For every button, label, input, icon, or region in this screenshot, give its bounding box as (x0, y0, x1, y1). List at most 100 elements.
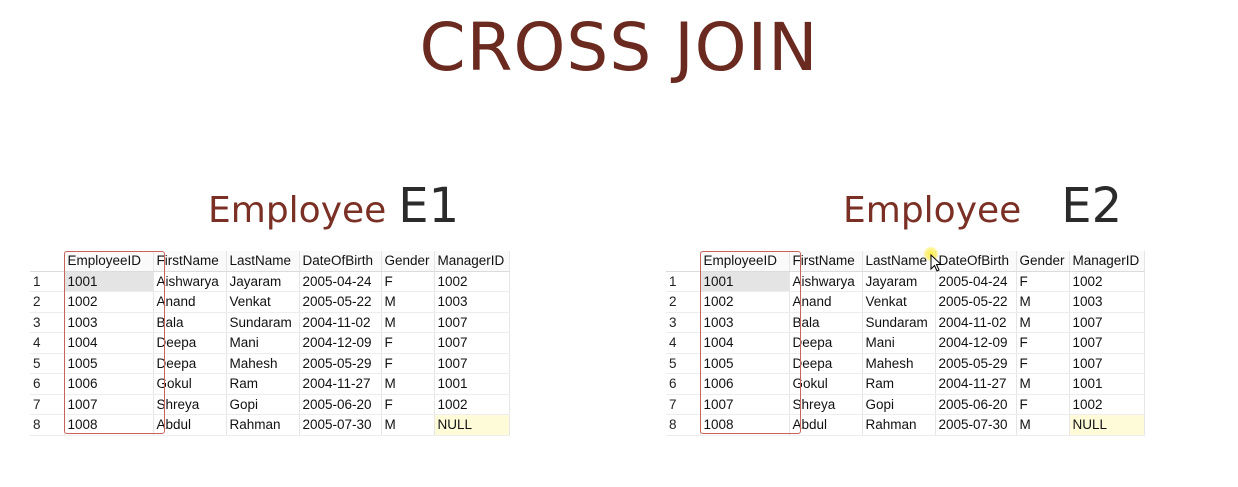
table-cell[interactable]: Gokul (789, 373, 863, 395)
row-number[interactable]: 5 (666, 353, 701, 374)
row-number[interactable]: 5 (30, 353, 65, 374)
table-cell[interactable]: 1007 (434, 312, 510, 333)
table-cell[interactable]: 1003 (64, 312, 154, 333)
table-cell[interactable]: 2005-04-24 (299, 271, 382, 292)
row-number[interactable]: 7 (666, 394, 701, 415)
table-cell[interactable]: M (1016, 291, 1070, 313)
table-cell[interactable]: 1008 (64, 414, 154, 436)
table-cell[interactable]: NULL (1069, 414, 1145, 436)
table-cell[interactable]: F (1016, 332, 1070, 354)
row-number[interactable]: 4 (30, 332, 65, 354)
row-number[interactable]: 6 (30, 373, 65, 395)
table-cell[interactable]: Abdul (153, 414, 227, 436)
table-cell[interactable]: Rahman (226, 414, 300, 436)
table-cell[interactable]: 1001 (700, 271, 790, 292)
table-cell[interactable]: 1002 (700, 291, 790, 313)
table-cell[interactable]: Bala (789, 312, 863, 333)
column-header[interactable]: ManagerID (1069, 251, 1145, 272)
column-header[interactable]: Gender (381, 251, 435, 272)
table-cell[interactable]: 2005-05-22 (299, 291, 382, 313)
table-cell[interactable]: Aishwarya (789, 271, 863, 292)
column-header[interactable]: FirstName (789, 251, 863, 272)
table-cell[interactable]: F (381, 394, 435, 415)
row-number-header[interactable] (30, 251, 65, 272)
table-cell[interactable]: 1003 (700, 312, 790, 333)
table-cell[interactable]: F (1016, 394, 1070, 415)
table-cell[interactable]: Shreya (153, 394, 227, 415)
row-number[interactable]: 4 (666, 332, 701, 354)
column-header[interactable]: LastName (862, 251, 936, 272)
table-cell[interactable]: F (381, 332, 435, 354)
table-cell[interactable]: 1007 (700, 394, 790, 415)
column-header[interactable]: ManagerID (434, 251, 510, 272)
table-cell[interactable]: Deepa (789, 353, 863, 374)
table-cell[interactable]: Gopi (862, 394, 936, 415)
column-header[interactable]: EmployeeID (64, 251, 154, 272)
table-cell[interactable]: Jayaram (226, 271, 300, 292)
table-cell[interactable]: M (381, 312, 435, 333)
column-header[interactable]: Gender (1016, 251, 1070, 272)
table-cell[interactable]: 1002 (434, 394, 510, 415)
table-cell[interactable]: M (381, 373, 435, 395)
table-cell[interactable]: 1005 (64, 353, 154, 374)
table-cell[interactable]: 1005 (700, 353, 790, 374)
table-cell[interactable]: 1001 (434, 373, 510, 395)
table-cell[interactable]: F (381, 271, 435, 292)
column-header[interactable]: LastName (226, 251, 300, 272)
column-header[interactable]: DateOfBirth (935, 251, 1017, 272)
row-number[interactable]: 2 (666, 291, 701, 313)
table-cell[interactable]: 1006 (64, 373, 154, 395)
table-cell[interactable]: 1002 (434, 271, 510, 292)
table-cell[interactable]: Mahesh (862, 353, 936, 374)
table-cell[interactable]: Anand (789, 291, 863, 313)
table-cell[interactable]: Rahman (862, 414, 936, 436)
table-cell[interactable]: 2005-06-20 (935, 394, 1017, 415)
table-cell[interactable]: 1008 (700, 414, 790, 436)
row-number[interactable]: 8 (666, 414, 701, 436)
table-cell[interactable]: Deepa (153, 332, 227, 354)
table-cell[interactable]: M (381, 414, 435, 436)
table-cell[interactable]: 1002 (1069, 271, 1145, 292)
row-number[interactable]: 3 (666, 312, 701, 333)
table-cell[interactable]: 1006 (700, 373, 790, 395)
table-cell[interactable]: M (1016, 373, 1070, 395)
table-cell[interactable]: Ram (862, 373, 936, 395)
table-cell[interactable]: F (1016, 271, 1070, 292)
table-cell[interactable]: Gokul (153, 373, 227, 395)
row-number[interactable]: 6 (666, 373, 701, 395)
table-cell[interactable]: 2004-11-27 (299, 373, 382, 395)
table-cell[interactable]: 1007 (434, 332, 510, 354)
row-number[interactable]: 3 (30, 312, 65, 333)
table-cell[interactable]: M (1016, 414, 1070, 436)
row-number[interactable]: 7 (30, 394, 65, 415)
table-cell[interactable]: Aishwarya (153, 271, 227, 292)
row-number[interactable]: 1 (30, 271, 65, 292)
table-cell[interactable]: Abdul (789, 414, 863, 436)
row-number-header[interactable] (666, 251, 701, 272)
table-cell[interactable]: NULL (434, 414, 510, 436)
table-cell[interactable]: 2005-06-20 (299, 394, 382, 415)
table-cell[interactable]: Venkat (226, 291, 300, 313)
table-cell[interactable]: Mani (226, 332, 300, 354)
table-cell[interactable]: 1007 (434, 353, 510, 374)
table-cell[interactable]: 1007 (64, 394, 154, 415)
column-header[interactable]: EmployeeID (700, 251, 790, 272)
table-cell[interactable]: 1003 (434, 291, 510, 313)
table-cell[interactable]: 1001 (64, 271, 154, 292)
table-cell[interactable]: 1004 (700, 332, 790, 354)
table-cell[interactable]: Bala (153, 312, 227, 333)
